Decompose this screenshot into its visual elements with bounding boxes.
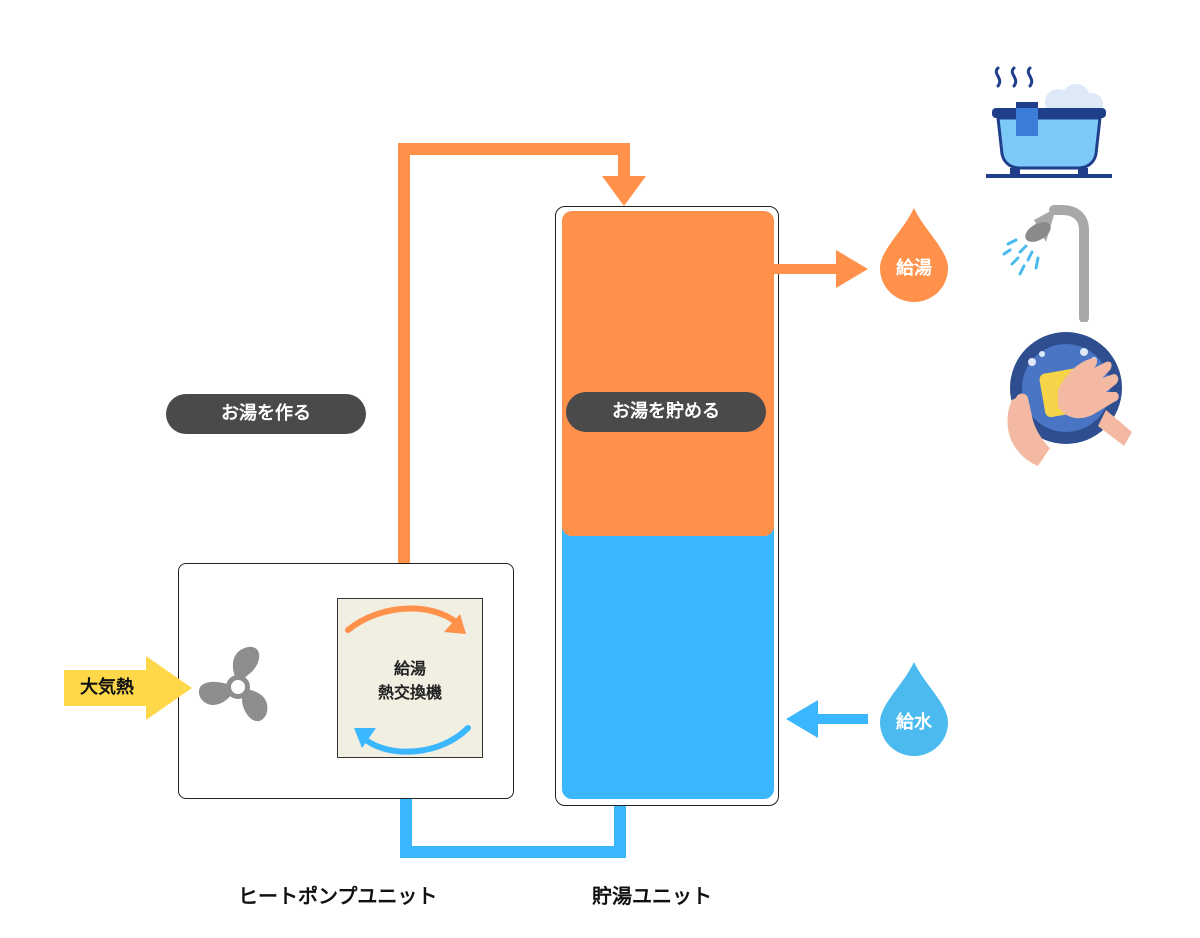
hot-pipe-arrowhead bbox=[602, 176, 646, 206]
cold-water-droplet-icon bbox=[880, 662, 948, 756]
hot-water-supply-label: 給湯 bbox=[896, 258, 932, 279]
hot-pipe-vertical-left bbox=[398, 143, 410, 590]
water-supply-label: 給水 bbox=[896, 712, 932, 733]
shower-icon bbox=[1002, 205, 1089, 322]
tank-hot-water bbox=[562, 211, 774, 536]
dish-washing-icon bbox=[1007, 332, 1132, 466]
hot-pipe-horizontal-top bbox=[398, 143, 630, 155]
heat-pump-unit-caption: ヒートポンプユニット bbox=[238, 884, 438, 908]
hot-water-droplet-icon bbox=[880, 208, 948, 302]
make-hot-water-pill: お湯を作る bbox=[166, 394, 366, 434]
store-hot-water-pill: お湯を貯める bbox=[566, 392, 766, 432]
hot-pipe-vertical-right bbox=[618, 143, 630, 183]
cold-pipe-vertical-right bbox=[614, 798, 626, 858]
hot-supply-arrowhead bbox=[836, 250, 868, 288]
air-heat-arrow bbox=[64, 656, 192, 720]
tank-cold-water bbox=[562, 505, 774, 799]
heat-exchanger-label-line2: 熱交換機 bbox=[377, 683, 442, 702]
fan-icon bbox=[198, 646, 268, 722]
storage-unit-caption: 貯湯ユニット bbox=[592, 884, 712, 908]
cold-pipe-vertical-left bbox=[400, 785, 412, 858]
cold-supply-arrowhead bbox=[786, 700, 818, 738]
bathtub-icon bbox=[986, 66, 1112, 178]
cold-pipe-horizontal-bottom bbox=[400, 846, 626, 858]
hot-supply-pipe bbox=[774, 264, 844, 274]
cold-supply-pipe bbox=[808, 714, 868, 724]
heat-exchanger-label-line1: 給湯 bbox=[393, 659, 426, 678]
tank-hot-bottom-fill bbox=[562, 495, 774, 509]
heat-exchanger-hot-arrow bbox=[345, 605, 466, 634]
heat-exchanger-cold-arrow bbox=[354, 725, 471, 755]
air-heat-label: 大気熱 bbox=[80, 677, 134, 698]
